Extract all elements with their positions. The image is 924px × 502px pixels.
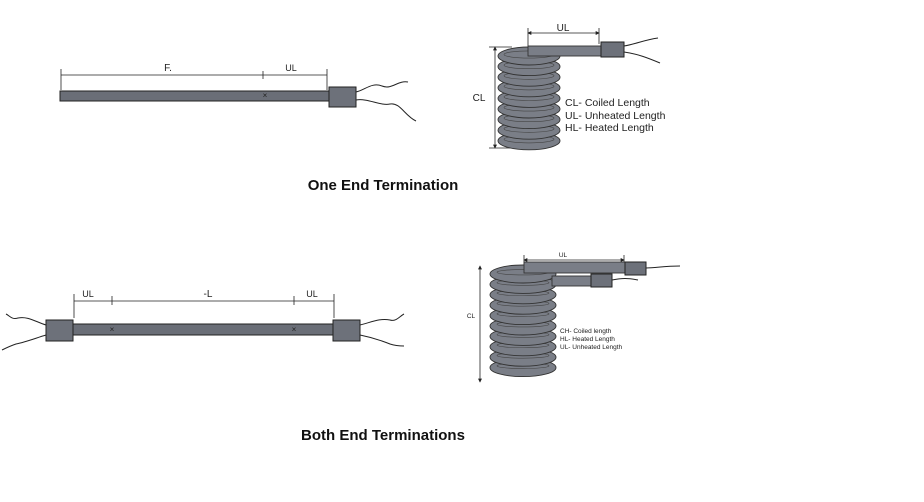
coil-heater-both-end: UL CL CH- Coiled length HL- Heated Lengt… [467,252,681,383]
coil-heater-one-end: UL CL CL- Coiled Length UL- Unheated Len… [473,23,666,151]
straight-heater-both-end: UL -L UL × × [1,289,405,351]
coil-legend-2: UL- Unheated Length [565,110,666,122]
right-terminal-cap [332,319,361,342]
caption-one-end: One End Termination [308,177,459,194]
coil-legend-1: CL- Coiled Length [565,97,650,109]
coil2-legend-3: UL- Unheated Length [560,344,623,351]
coil2-length-label: CL [467,313,476,320]
left-lead-wire [5,313,47,326]
coil-lead-wire [623,37,659,47]
left-terminal-cap [45,319,74,342]
coil2-unheated-label: UL [559,252,568,259]
coil2-bottom-lead [551,275,595,287]
heater-rod [59,90,332,102]
svg-text:×: × [263,91,268,100]
heated-length-label-both: -L [204,289,213,300]
coil2-top-wire [645,265,681,269]
coil-straight-lead [527,45,603,57]
svg-text:×: × [110,325,115,334]
terminal-cap [328,86,357,108]
svg-text:×: × [292,325,297,334]
straight-heater-one-end: F. UL × [59,63,417,122]
coil2-top-lead [523,261,629,274]
coil2-bottom-wire [611,278,639,281]
coil2-bottom-cap [590,273,613,288]
right-unheated-label: UL [306,289,318,299]
coil-unheated-label: UL [557,23,570,34]
coil-terminal-cap [600,41,625,58]
coil2-legend-2: HL- Heated Length [560,336,615,343]
coil2-turns [489,264,557,378]
heated-length-label: F. [164,63,172,74]
lead-wire [355,81,409,93]
coil-legend-3: HL- Heated Length [565,122,654,134]
coil-turns [497,46,561,151]
coil2-legend-1: CH- Coiled length [560,328,612,335]
caption-both-end: Both End Terminations [301,427,465,444]
right-lead-wire [359,313,405,326]
coil2-top-cap [624,261,647,276]
unheated-length-label: UL [285,63,297,73]
left-unheated-label: UL [82,289,94,299]
coil-length-label: CL [473,93,486,104]
